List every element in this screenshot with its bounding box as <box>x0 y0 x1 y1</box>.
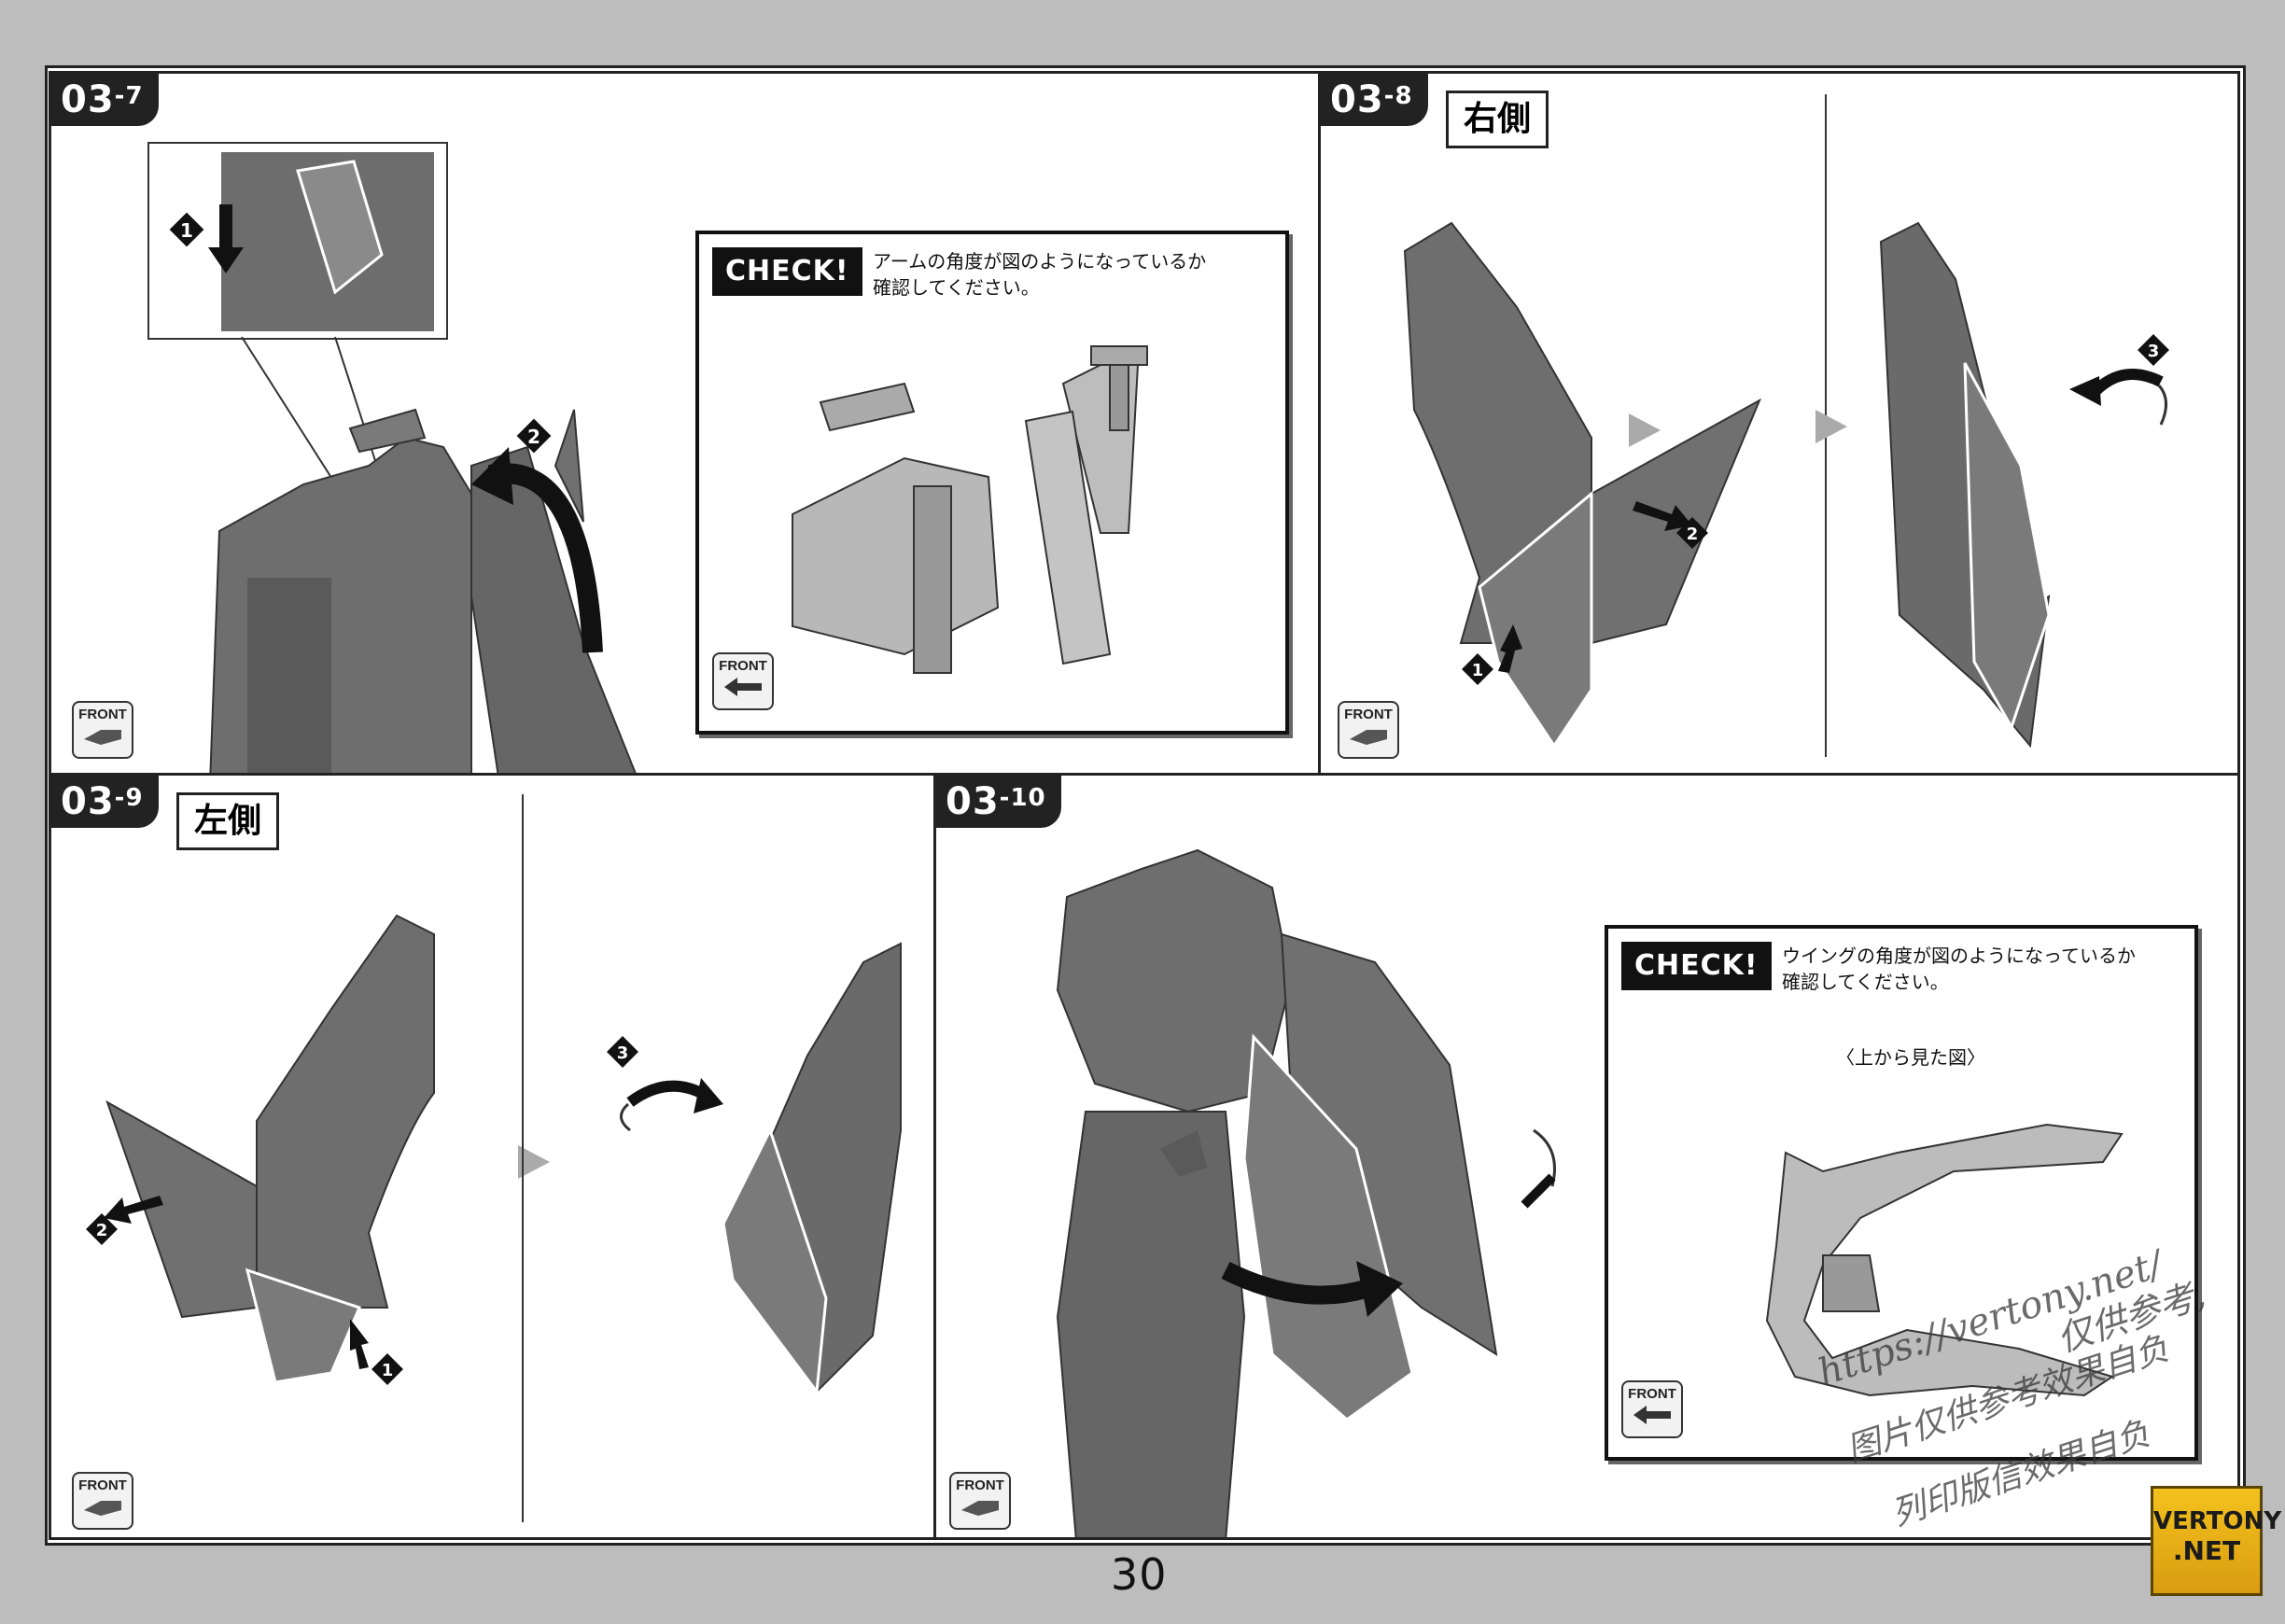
front-arrow-icon <box>84 1501 121 1516</box>
side-label-right: 右側 <box>1446 91 1549 148</box>
front-orientation-badge: FRONT <box>72 701 133 759</box>
right-wing-before <box>1403 221 1762 749</box>
left-arrow-icon <box>724 678 762 696</box>
check-line-1: アームの角度が図のようになっているか <box>873 252 1207 273</box>
callout-number: 1 <box>382 1361 394 1380</box>
right-wing-after <box>1879 221 2051 749</box>
check-line-1: ウイングの角度が図のようになっているか <box>1782 946 2136 967</box>
step-number-tag: 03-8 <box>1321 74 1428 126</box>
step-number: 03 <box>1330 78 1384 121</box>
left-wing-before <box>105 914 435 1384</box>
front-arrow-icon <box>1350 730 1387 745</box>
step-number-tag: 03-9 <box>51 776 159 828</box>
front-orientation-badge: FRONT <box>712 652 774 710</box>
detail-inset <box>147 142 448 587</box>
step-panel-03-7: 03-7 1 2 CHECK <box>49 71 1322 777</box>
slide-arrow-icon: 1 <box>350 1319 403 1385</box>
front-orientation-badge: FRONT <box>72 1472 133 1530</box>
check-tag: CHECK! <box>712 247 862 296</box>
step-panel-03-10: 03-10 CHECK! ウイングの角度が図のようになっているか 確認してくださ… <box>933 773 2240 1540</box>
callout-number: 2 <box>96 1221 108 1240</box>
callout-number: 3 <box>617 1043 629 1063</box>
front-label: FRONT <box>719 658 767 674</box>
callout-1-icon: 1 <box>169 204 244 273</box>
check-box-arm: CHECK! アームの角度が図のようになっているか 確認してください。 FRON… <box>695 231 1289 735</box>
front-label: FRONT <box>956 1477 1004 1493</box>
callout-number: 1 <box>180 219 193 242</box>
vertony-logo: VERTONY .NET <box>2151 1486 2282 1596</box>
front-label: FRONT <box>1628 1386 1676 1402</box>
step-number-tag: 03-7 <box>51 74 159 126</box>
next-step-triangle-icon <box>1629 413 1661 447</box>
check-box-wing: CHECK! ウイングの角度が図のようになっているか 確認してください。 〈上か… <box>1605 925 2198 1461</box>
slide-arrow-icon: 1 <box>1462 624 1522 685</box>
rotate-arrow-icon <box>1221 1261 1403 1317</box>
robot-figure <box>209 408 638 774</box>
rotate-arrow-icon: 3 <box>607 1036 723 1132</box>
check-text: ウイングの角度が図のようになっているか 確認してください。 <box>1782 944 2136 996</box>
page-number: 30 <box>1111 1549 1168 1600</box>
front-orientation-badge: FRONT <box>1338 701 1399 759</box>
logo-line-2: .NET <box>2172 1535 2241 1566</box>
callout-number: 3 <box>2148 342 2160 361</box>
arm-angle-figure <box>792 345 1148 674</box>
step-number: 03 <box>61 78 115 121</box>
callout-number: 2 <box>1687 525 1699 544</box>
step-number: 03 <box>946 780 1000 823</box>
check-line-2: 確認してください。 <box>873 278 1040 299</box>
check-text: アームの角度が図のようになっているか 確認してください。 <box>873 249 1206 301</box>
step-subnumber: -9 <box>114 784 144 812</box>
callout-number: 1 <box>1472 661 1484 680</box>
left-wing-after <box>722 942 902 1395</box>
callout-number: 2 <box>527 426 540 448</box>
front-label: FRONT <box>78 1477 127 1493</box>
rotate-arrow-icon: 3 <box>2069 334 2169 426</box>
robot-figure-with-wings <box>1056 848 1498 1537</box>
push-arrow-icon: 2 <box>86 1196 163 1245</box>
step-subnumber: -10 <box>999 784 1046 812</box>
step-panel-03-8: 03-8 右側 2 1 3 <box>1318 71 2240 777</box>
step-number: 03 <box>61 780 115 823</box>
top-view-caption: 〈上から見た図〉 <box>1836 1048 1985 1069</box>
logo-line-1: VERTONY <box>2153 1507 2282 1535</box>
step-number-tag: 03-10 <box>936 776 1061 828</box>
step-panel-03-9: 03-9 左側 2 1 3 <box>49 773 937 1540</box>
push-arrow-icon: 2 <box>1633 501 1708 549</box>
left-arrow-icon <box>1633 1406 1671 1424</box>
step-subnumber: -8 <box>1383 82 1413 110</box>
next-step-triangle-icon <box>518 1145 550 1179</box>
front-label: FRONT <box>1344 707 1393 722</box>
check-tag: CHECK! <box>1621 942 1772 990</box>
check-line-2: 確認してください。 <box>1782 973 1949 993</box>
front-arrow-icon <box>961 1501 999 1516</box>
rotate-arrow-icon: 2 <box>471 418 603 653</box>
top-view-wing-figure <box>1765 1123 2124 1397</box>
divider <box>522 794 524 1522</box>
side-label-left: 左側 <box>176 792 280 850</box>
front-arrow-icon <box>84 730 121 745</box>
front-orientation-badge: FRONT <box>949 1472 1011 1530</box>
front-label: FRONT <box>78 707 127 722</box>
next-step-triangle-icon <box>1815 410 1847 443</box>
step-subnumber: -7 <box>114 82 144 110</box>
front-orientation-badge: FRONT <box>1621 1380 1683 1438</box>
rotate-small-arrow-icon <box>1521 1128 1556 1209</box>
